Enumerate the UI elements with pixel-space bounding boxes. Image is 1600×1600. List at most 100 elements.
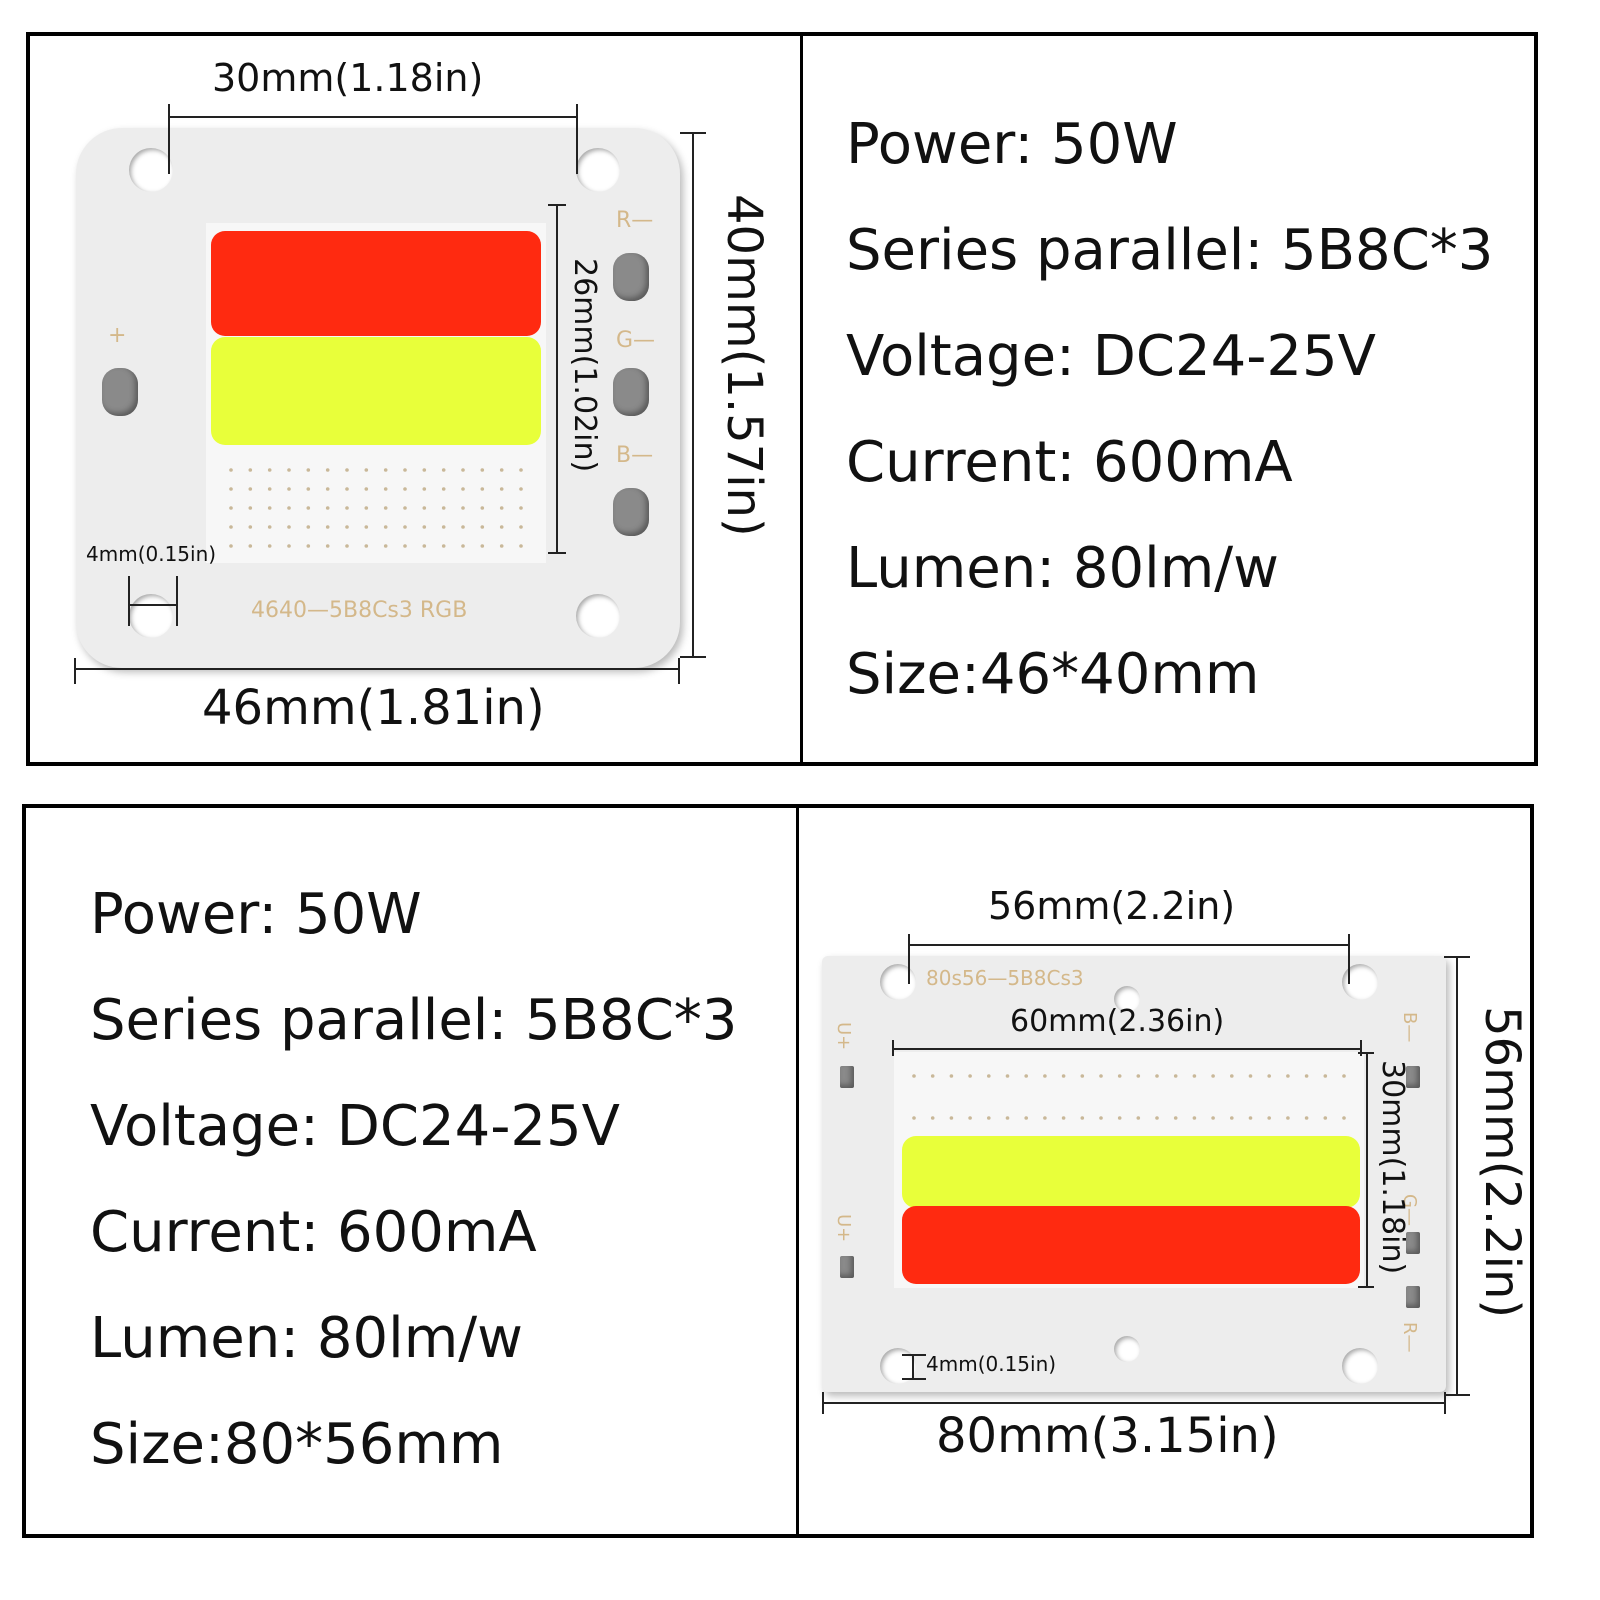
led-dot bbox=[1005, 1116, 1010, 1120]
bottom-spec-size: Size:80*56mm bbox=[90, 1412, 504, 1477]
led-dot bbox=[480, 468, 485, 472]
bottom-hole-spacing-tick-left bbox=[908, 934, 910, 984]
bottom-height-tick-top bbox=[1444, 956, 1470, 958]
led-dot bbox=[519, 506, 523, 510]
led-dot bbox=[441, 506, 446, 510]
bottom-width-line bbox=[822, 1402, 1446, 1404]
bottom-spec-series-parallel: Series parallel: 5B8C*3 bbox=[90, 988, 738, 1053]
bottom-silk-u1: U+ bbox=[833, 1022, 854, 1051]
led-dot bbox=[1117, 1116, 1122, 1120]
top-spec-current: Current: 600mA bbox=[846, 430, 1293, 495]
bottom-height-line bbox=[1456, 956, 1458, 1396]
led-dot bbox=[461, 544, 465, 548]
led-dot bbox=[1099, 1116, 1103, 1120]
led-dot bbox=[267, 544, 272, 548]
top-hole-diameter-tick-right bbox=[176, 576, 178, 626]
led-dot bbox=[1080, 1116, 1085, 1120]
top-led-height-label: 26mm(1.02in) bbox=[567, 258, 602, 473]
led-dot bbox=[287, 506, 291, 510]
led-dot bbox=[968, 1116, 972, 1120]
led-dot bbox=[248, 468, 253, 472]
top-yellow-led-strip bbox=[211, 337, 541, 445]
bottom-led-height-line bbox=[1366, 1052, 1368, 1288]
top-panel-divider bbox=[800, 36, 803, 762]
bottom-spec-lumen: Lumen: 80lm/w bbox=[90, 1306, 523, 1371]
led-dot bbox=[930, 1074, 935, 1078]
led-dot bbox=[403, 544, 407, 548]
led-dot bbox=[987, 1074, 991, 1078]
led-dot bbox=[1136, 1074, 1141, 1078]
top-led-height-line bbox=[556, 204, 558, 554]
led-dot bbox=[287, 487, 291, 491]
led-dot bbox=[1286, 1116, 1290, 1120]
bottom-pad-b bbox=[1406, 1066, 1420, 1088]
top-spec-lumen: Lumen: 80lm/w bbox=[846, 536, 1279, 601]
led-dot bbox=[345, 525, 349, 529]
bottom-silk-r: R— bbox=[1399, 1322, 1420, 1353]
top-spec-series-parallel: Series parallel: 5B8C*3 bbox=[846, 218, 1494, 283]
top-width-tick-right bbox=[678, 658, 680, 684]
led-dot bbox=[1267, 1074, 1271, 1078]
led-dot bbox=[480, 487, 485, 491]
top-pad-plus bbox=[102, 368, 138, 416]
top-height-label: 40mm(1.57in) bbox=[716, 194, 772, 537]
bottom-pad-u2 bbox=[840, 1256, 854, 1278]
led-dot bbox=[1192, 1074, 1197, 1078]
bottom-led-width-line bbox=[892, 1048, 1362, 1050]
bottom-led-area bbox=[894, 1052, 1364, 1288]
led-dot bbox=[499, 487, 504, 491]
led-dot bbox=[1192, 1116, 1197, 1120]
led-dot bbox=[1099, 1074, 1103, 1078]
bottom-spec-list: Power: 50W Series parallel: 5B8C*3 Volta… bbox=[90, 862, 737, 1498]
led-dot bbox=[1043, 1074, 1047, 1078]
led-dot bbox=[461, 487, 465, 491]
led-dot bbox=[403, 525, 407, 529]
led-dot bbox=[422, 468, 427, 472]
led-dot bbox=[248, 525, 253, 529]
top-width-tick-left bbox=[74, 658, 76, 684]
led-dot bbox=[306, 525, 311, 529]
top-mount-hole-tr bbox=[576, 148, 620, 192]
bottom-hole-diameter-tick-bottom bbox=[902, 1378, 926, 1380]
top-led-area bbox=[206, 223, 546, 563]
top-height-tick-top bbox=[680, 132, 706, 134]
top-hole-spacing-label: 30mm(1.18in) bbox=[212, 56, 484, 100]
led-dot bbox=[1248, 1074, 1253, 1078]
led-dot bbox=[267, 525, 272, 529]
top-silk-g: G— bbox=[616, 328, 656, 353]
bottom-pad-g bbox=[1406, 1232, 1420, 1254]
top-led-height-tick-bottom bbox=[548, 552, 566, 554]
led-dot bbox=[499, 506, 504, 510]
led-dot bbox=[383, 544, 388, 548]
led-dot bbox=[519, 468, 523, 472]
bottom-led-width-label: 60mm(2.36in) bbox=[1010, 1004, 1225, 1039]
led-dot bbox=[949, 1074, 954, 1078]
top-mount-hole-bl bbox=[129, 594, 173, 638]
led-dot bbox=[499, 525, 504, 529]
led-dot bbox=[461, 506, 465, 510]
led-dot bbox=[229, 487, 233, 491]
led-dot bbox=[930, 1116, 935, 1120]
led-dot bbox=[1304, 1074, 1309, 1078]
bottom-panel: Power: 50W Series parallel: 5B8C*3 Volta… bbox=[22, 804, 1534, 1538]
top-mount-hole-br bbox=[576, 594, 620, 638]
bottom-led-height-label: 30mm(1.18in) bbox=[1375, 1060, 1410, 1275]
top-width-label: 46mm(1.81in) bbox=[202, 680, 545, 736]
led-dot bbox=[1173, 1074, 1178, 1078]
bottom-mount-hole-mb bbox=[1114, 1336, 1140, 1362]
led-dot bbox=[1080, 1074, 1085, 1078]
led-dot bbox=[306, 487, 311, 491]
led-dot bbox=[441, 525, 446, 529]
led-dot bbox=[229, 525, 233, 529]
led-dot bbox=[1248, 1116, 1253, 1120]
led-dot bbox=[287, 525, 291, 529]
led-dot bbox=[229, 544, 233, 548]
top-spec-voltage: Voltage: DC24-25V bbox=[846, 324, 1376, 389]
top-hole-spacing-tick-left bbox=[168, 104, 170, 174]
led-dot bbox=[325, 506, 330, 510]
led-dot bbox=[325, 468, 330, 472]
led-dot bbox=[461, 468, 465, 472]
top-width-line bbox=[74, 668, 680, 670]
led-dot bbox=[364, 468, 369, 472]
led-dot bbox=[1005, 1074, 1010, 1078]
